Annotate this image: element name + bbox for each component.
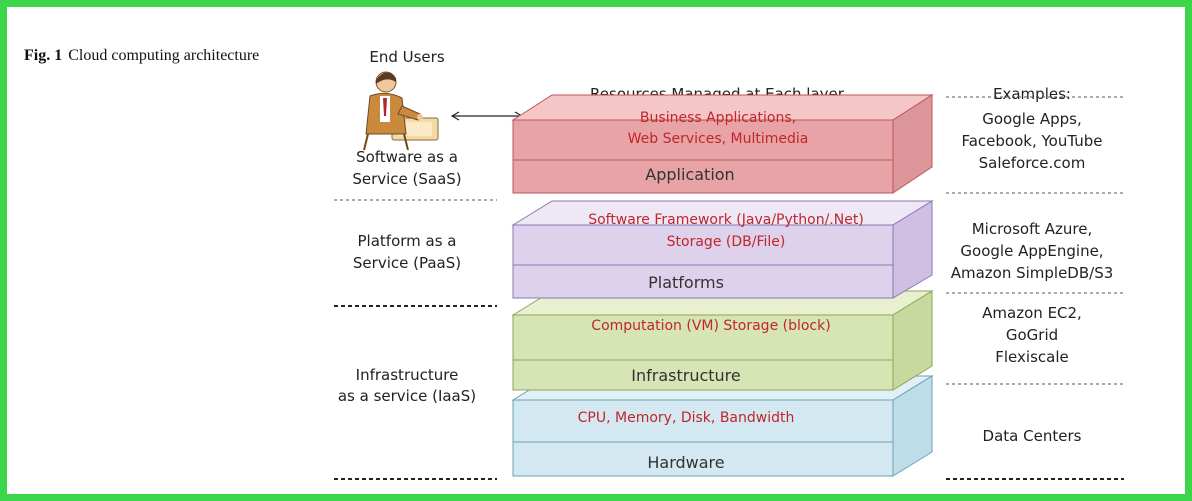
layer-application-resources-line1: Business Applications,	[640, 110, 796, 126]
saas-label-line2: Service (SaaS)	[352, 170, 461, 188]
paas-label-line1: Platform as a	[358, 232, 457, 250]
iaas-label-line1: Infrastructure	[356, 366, 459, 384]
figure-caption-text: Cloud computing architecture	[68, 47, 260, 64]
saas-label-line1: Software as a	[356, 148, 458, 166]
figure-caption: Fig. 1 Cloud computing architecture	[24, 46, 264, 65]
example-hardware-line1: Data Centers	[983, 427, 1082, 445]
example-platform-line2: Google AppEngine,	[960, 242, 1103, 260]
example-infrastructure-line1: Amazon EC2,	[982, 304, 1082, 322]
layer-platforms-resources-line2: Storage (DB/File)	[667, 234, 786, 250]
user-application-arrow	[450, 111, 524, 121]
layer-infrastructure: Computation (VM) Storage (block) Infrast…	[511, 290, 934, 391]
paas-label-line2: Service (PaaS)	[353, 254, 461, 272]
example-application-line1: Google Apps,	[982, 110, 1082, 128]
layer-platforms-resources-line1: Software Framework (Java/Python/.Net)	[588, 212, 864, 228]
figure-number: Fig. 1	[24, 47, 63, 64]
example-application-line3: Saleforce.com	[979, 154, 1086, 172]
layer-application-name: Application	[645, 165, 734, 184]
layer-application: Business Applications, Web Services, Mul…	[511, 94, 934, 194]
layer-application-resources-line2: Web Services, Multimedia	[628, 131, 809, 147]
example-infrastructure-line2: GoGrid	[1006, 326, 1058, 344]
examples-header: Examples:	[993, 85, 1071, 103]
layer-platforms-front	[512, 224, 894, 299]
layer-infrastructure-resources: Computation (VM) Storage (block)	[591, 318, 830, 334]
layer-hardware-front	[512, 399, 894, 477]
end-user-person-icon	[363, 71, 439, 151]
end-users-label: End Users	[369, 48, 444, 66]
layer-hardware-name: Hardware	[647, 453, 724, 472]
layer-platforms-name: Platforms	[648, 273, 724, 292]
example-platform-line3: Amazon SimpleDB/S3	[951, 264, 1114, 282]
example-application-line2: Facebook, YouTube	[961, 132, 1102, 150]
example-infrastructure-line3: Flexiscale	[995, 348, 1068, 366]
example-platform-line1: Microsoft Azure,	[972, 220, 1093, 238]
layer-hardware-resources: CPU, Memory, Disk, Bandwidth	[578, 410, 795, 426]
layer-infrastructure-name: Infrastructure	[631, 366, 740, 385]
iaas-label-line2: as a service (IaaS)	[338, 387, 476, 405]
layer-application-front	[512, 119, 894, 194]
layer-hardware: CPU, Memory, Disk, Bandwidth Hardware	[511, 375, 934, 477]
layer-infrastructure-front	[512, 314, 894, 391]
layer-platforms: Software Framework (Java/Python/.Net) St…	[511, 200, 934, 299]
